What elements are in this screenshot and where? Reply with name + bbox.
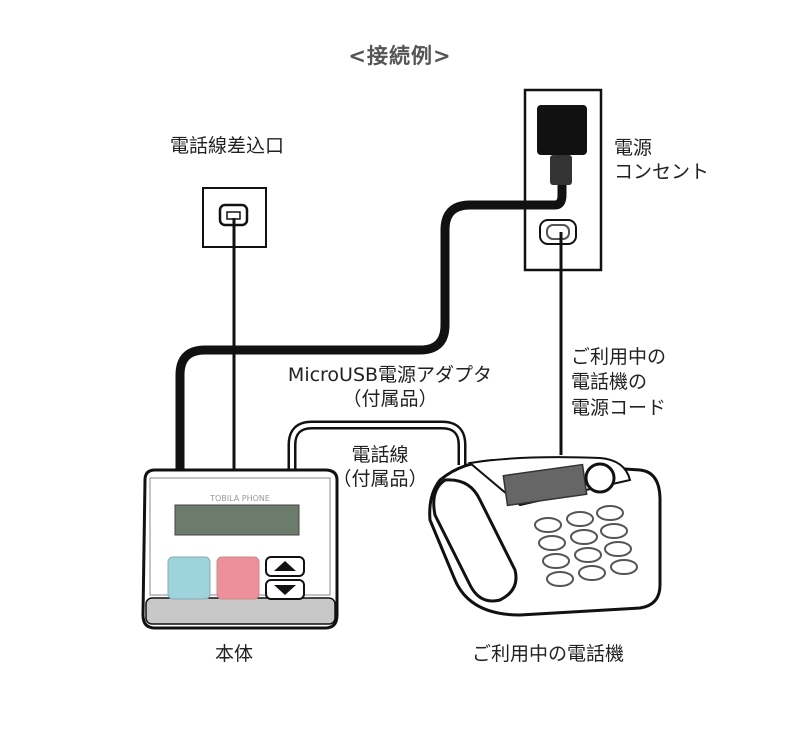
page-title: <接続例> (348, 44, 452, 68)
label-outlet-1: 電源 (614, 137, 653, 159)
label-adapter-1: MicroUSB電源アダプタ (287, 364, 493, 386)
label-device: 本体 (215, 643, 254, 665)
reject-button (216, 556, 260, 600)
label-phone-power-1: ご利用中の (571, 346, 667, 368)
label-phone-power-3: 電源コード (571, 397, 667, 419)
telephone (428, 456, 662, 617)
label-adapter-2: （付属品） (342, 388, 438, 410)
label-phone-line-1: 電話線 (351, 444, 409, 466)
allow-button (167, 556, 211, 600)
usb-adapter-cable (175, 185, 567, 470)
label-phone-power-2: 電話機の (571, 371, 648, 393)
label-phone-line-2: （付属品） (332, 468, 428, 490)
power-outlet (523, 88, 603, 272)
label-phone-jack: 電話線差込口 (170, 135, 285, 157)
label-telephone: ご利用中の電話機 (472, 643, 625, 665)
device-brand: TOBILA PHONE (210, 494, 270, 503)
label-outlet-2: コンセント (614, 161, 710, 183)
tobila-phone-device (141, 468, 339, 630)
